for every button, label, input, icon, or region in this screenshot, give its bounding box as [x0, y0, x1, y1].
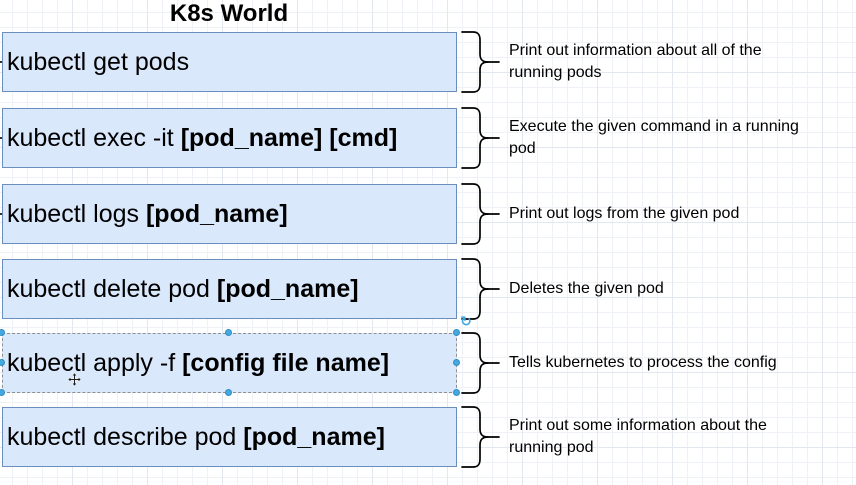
command-arg-text: [pod_name] [cmd]: [180, 124, 398, 152]
command-text: kubectl describe pod [pod_name]: [7, 423, 385, 451]
diagram-row: kubectl get pods Print out information a…: [0, 31, 856, 93]
selection-handle-mid-left[interactable]: [0, 359, 5, 366]
selection-handle-bottom-center[interactable]: [225, 389, 232, 396]
command-box-logs[interactable]: kubectl logs [pod_name]: [2, 184, 457, 244]
curly-brace-shape[interactable]: [461, 31, 501, 93]
rotate-handle-icon[interactable]: ↻: [460, 313, 472, 329]
curly-brace-shape[interactable]: [461, 183, 501, 245]
curly-brace-shape[interactable]: [461, 258, 501, 320]
annotation-text[interactable]: Deletes the given pod: [509, 280, 664, 297]
annotation-text[interactable]: Print out some information about the run…: [509, 417, 767, 456]
annotation-text[interactable]: Print out logs from the given pod: [509, 205, 740, 222]
command-box-delete[interactable]: kubectl delete pod [pod_name]: [2, 259, 457, 319]
command-arg-text: [pod_name]: [145, 200, 288, 228]
command-text: kubectl apply -f [config file name]: [7, 349, 390, 377]
selection-handle-top-left[interactable]: [0, 329, 5, 336]
command-arg-text: [pod_name]: [216, 275, 359, 303]
command-text: kubectl logs [pod_name]: [7, 200, 288, 228]
annotation-text[interactable]: Print out information about all of the r…: [509, 42, 762, 81]
command-box-describe[interactable]: kubectl describe pod [pod_name]: [2, 407, 457, 467]
annotation-text[interactable]: Execute the given command in a running p…: [509, 118, 799, 157]
diagram-row: kubectl describe pod [pod_name] Print ou…: [0, 406, 856, 468]
curly-brace-shape[interactable]: [461, 406, 501, 468]
curly-brace-shape[interactable]: [461, 107, 501, 169]
diagram-row: kubectl exec -it [pod_name] [cmd] Execut…: [0, 107, 856, 169]
selection-handle-bottom-right[interactable]: [453, 389, 460, 396]
selection-handle-mid-right[interactable]: [453, 359, 460, 366]
curly-brace-shape[interactable]: [461, 332, 501, 394]
command-text: kubectl get pods: [7, 48, 190, 76]
command-arg-text: [pod_name]: [243, 423, 385, 451]
selection-handle-top-center[interactable]: [225, 329, 232, 336]
annotation-text[interactable]: Tells kubernetes to process the config: [509, 354, 777, 371]
diagram-row-selected: kubectl apply -f [config file name] ↻ Te…: [0, 313, 856, 396]
command-box-exec[interactable]: kubectl exec -it [pod_name] [cmd]: [2, 108, 457, 168]
command-text: kubectl delete pod [pod_name]: [7, 275, 359, 303]
selection-handle-top-right[interactable]: [453, 329, 460, 336]
command-text: kubectl exec -it [pod_name] [cmd]: [7, 124, 398, 152]
diagram-row: kubectl delete pod [pod_name] Deletes th…: [0, 258, 856, 320]
diagram-row: kubectl logs [pod_name] Print out logs f…: [0, 183, 856, 245]
diagram-title[interactable]: K8s World: [169, 0, 289, 27]
command-arg-text: [config file name]: [182, 349, 390, 377]
move-cursor-icon: [68, 373, 81, 386]
selection-handle-bottom-left[interactable]: [0, 389, 5, 396]
command-box-get-pods[interactable]: kubectl get pods: [2, 32, 457, 92]
